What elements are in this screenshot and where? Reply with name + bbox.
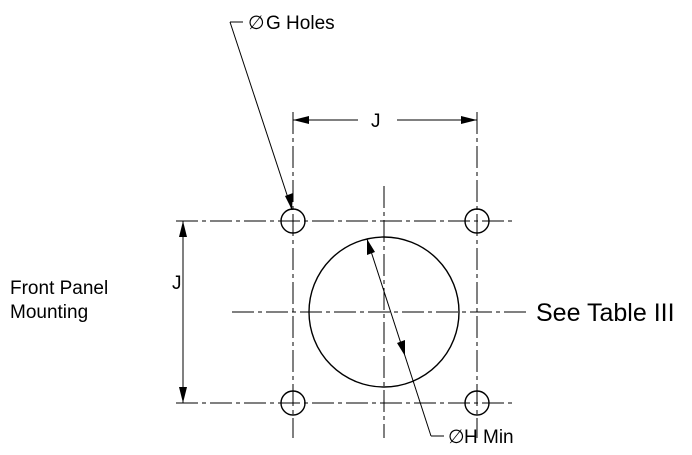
mounting-holes (280, 208, 490, 416)
left-dimension-label: J (172, 273, 182, 294)
top-dimension-j: J (292, 111, 478, 438)
h-min-callout: ∅ H Min (366, 238, 514, 448)
front-panel-caption: Front Panel Mounting (10, 278, 108, 323)
cutout-circle (308, 236, 460, 388)
h-min-label: H Min (464, 427, 514, 448)
g-holes-callout: ∅ G Holes (229, 13, 335, 211)
h-min-arrow-bottom (397, 340, 405, 356)
g-holes-diameter-symbol: ∅ (248, 13, 265, 34)
mounting-hole-top-right (464, 208, 490, 234)
left-dimension-arrow-bottom (179, 387, 187, 403)
h-min-arrow-top (367, 239, 375, 255)
caption-line-1: Front Panel (10, 278, 108, 299)
g-holes-leader (229, 21, 293, 211)
g-holes-leader-arrow (285, 193, 293, 210)
central-cutout (232, 186, 530, 438)
left-dimension-j: J (172, 220, 516, 404)
mounting-hole-top-left (280, 208, 306, 234)
h-min-diameter-symbol: ∅ (448, 427, 465, 448)
see-table-label: See Table III (536, 299, 675, 327)
mounting-hole-bottom-left (280, 390, 306, 416)
g-holes-label: G Holes (266, 13, 335, 34)
left-dimension-arrow-top (179, 221, 187, 237)
mounting-hole-bottom-right (464, 390, 490, 416)
top-dimension-label: J (371, 111, 381, 132)
top-dimension-arrow-left (293, 116, 309, 124)
top-dimension-arrow-right (461, 116, 477, 124)
h-min-leader (366, 238, 432, 437)
caption-line-2: Mounting (10, 302, 88, 323)
